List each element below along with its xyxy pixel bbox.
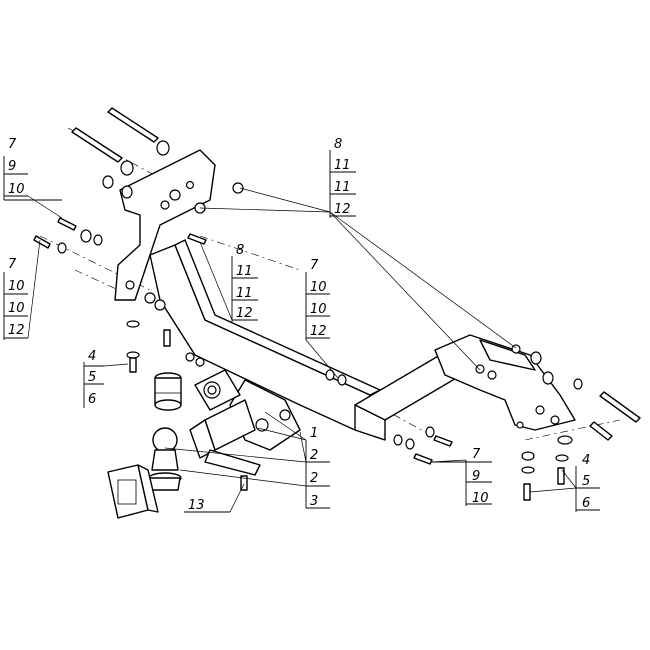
callout-left-low: 4 5 6 xyxy=(83,349,104,408)
callout-label: 7 xyxy=(472,447,481,462)
callout-label: 12 xyxy=(236,306,253,321)
callout-label: 12 xyxy=(310,324,327,339)
callout-label: 10 xyxy=(8,182,25,197)
callout-center-bracket: 8 11 11 12 xyxy=(231,243,258,322)
callout-label: 6 xyxy=(582,496,590,511)
callout-bottom-center: 7 9 10 xyxy=(432,447,492,506)
hitch-receiver xyxy=(189,379,301,476)
callout-label: 9 xyxy=(8,159,16,174)
callout-label: 13 xyxy=(188,498,205,513)
callout-label: 1 xyxy=(310,426,318,441)
callout-label: 8 xyxy=(334,137,342,152)
callout-label: 12 xyxy=(8,323,25,338)
callout-label: 4 xyxy=(582,453,590,468)
long-bolts xyxy=(71,107,641,441)
callout-label: 8 xyxy=(236,243,244,258)
callout-label: 11 xyxy=(334,180,351,195)
callout-connector: 13 xyxy=(184,498,230,513)
callout-label: 11 xyxy=(334,158,351,173)
callout-label: 12 xyxy=(334,202,351,217)
callout-label: 7 xyxy=(310,258,319,273)
callout-label: 9 xyxy=(472,469,480,484)
callout-label: 10 xyxy=(310,280,327,295)
connector-housing xyxy=(107,464,159,519)
callout-label: 10 xyxy=(8,279,25,294)
callout-top-center: 8 11 11 12 xyxy=(329,137,356,218)
callout-center-mid: 7 10 10 12 xyxy=(305,258,330,340)
right-side-bracket xyxy=(434,334,576,431)
callout-label: 3 xyxy=(310,494,318,509)
callout-label: 10 xyxy=(8,301,25,316)
socket-plate xyxy=(194,369,241,411)
main-crossbeam xyxy=(149,239,471,441)
callout-label: 5 xyxy=(88,370,96,385)
callout-main-parts: 1 2 2 3 xyxy=(305,426,330,509)
tow-ball xyxy=(148,427,182,491)
callout-label: 10 xyxy=(472,491,489,506)
callout-label: 5 xyxy=(582,474,590,489)
callout-label: 10 xyxy=(310,302,327,317)
left-side-bracket xyxy=(114,149,216,301)
leader-lines xyxy=(27,187,577,513)
callout-label: 4 xyxy=(88,349,96,364)
callout-right-low: 4 5 6 xyxy=(575,453,600,512)
callout-label: 6 xyxy=(88,392,96,407)
callout-label: 11 xyxy=(236,264,253,279)
callout-label: 2 xyxy=(310,448,318,463)
ball-cap xyxy=(154,372,182,411)
callout-label: 7 xyxy=(8,257,17,272)
callout-label: 2 xyxy=(310,471,318,486)
washers-and-nuts xyxy=(33,140,583,501)
callout-left-mid: 7 10 10 12 xyxy=(3,257,28,340)
callout-label: 11 xyxy=(236,286,253,301)
callout-label: 7 xyxy=(8,137,17,152)
callout-left-top: 7 9 10 xyxy=(3,137,62,201)
